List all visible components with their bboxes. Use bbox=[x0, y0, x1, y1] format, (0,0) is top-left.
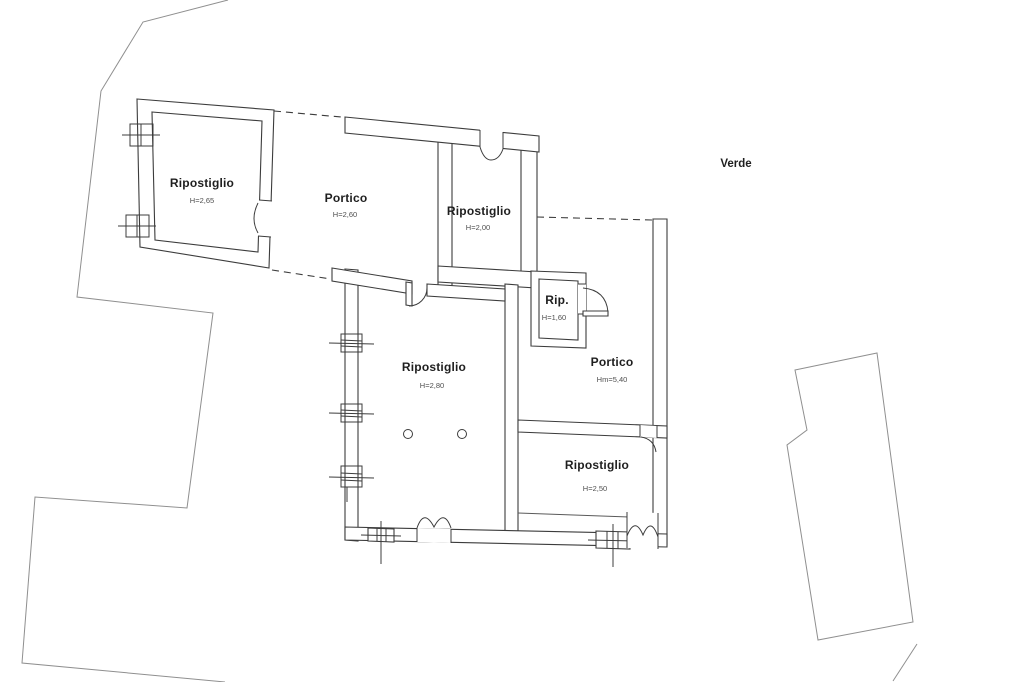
annex-door-leaf bbox=[253, 202, 259, 234]
central-west-windows bbox=[328, 333, 375, 502]
room-height-annex: H=2,65 bbox=[190, 196, 214, 205]
small-storage-walls bbox=[530, 270, 609, 349]
east-wall-strip bbox=[652, 218, 668, 546]
portico-door-arc bbox=[640, 436, 657, 453]
room-label-storage-south: Ripostiglio bbox=[565, 458, 629, 472]
room-labels: Ripostiglio H=2,65 Portico H=2,60 Ripost… bbox=[170, 158, 752, 493]
central-south-window bbox=[360, 521, 402, 564]
south-storage-double-door bbox=[626, 512, 659, 549]
adjacent-building-outline bbox=[786, 352, 918, 682]
room-label-portico-east: Portico bbox=[591, 355, 634, 369]
room-label-storage-small: Rip. bbox=[545, 293, 568, 307]
north-wing-walls bbox=[344, 116, 540, 289]
north-window-opening bbox=[480, 129, 503, 150]
room-height-storage-central: H=2,80 bbox=[420, 381, 444, 390]
dashed-open-edges bbox=[271, 110, 653, 280]
room-label-annex: Ripostiglio bbox=[170, 176, 234, 190]
central-building-walls bbox=[328, 267, 668, 567]
property-boundary-line bbox=[21, 0, 229, 682]
south-storage-window bbox=[587, 524, 638, 567]
annex-door-opening bbox=[253, 200, 272, 237]
small-storage-door-arc bbox=[582, 287, 609, 313]
central-double-door bbox=[416, 517, 452, 543]
central-north-wall-b bbox=[426, 283, 506, 302]
column bbox=[457, 429, 467, 439]
room-height-storage-south: H=2,50 bbox=[583, 484, 607, 493]
central-east-wall bbox=[504, 283, 519, 542]
portico-south-wall bbox=[517, 419, 668, 439]
annex-building-walls bbox=[118, 98, 275, 269]
room-height-storage-small: H=1,60 bbox=[542, 313, 566, 322]
room-height-portico-west: H=2,60 bbox=[333, 210, 357, 219]
room-label-storage-north: Ripostiglio bbox=[447, 204, 511, 218]
column bbox=[403, 429, 413, 439]
room-height-storage-north: H=2,00 bbox=[466, 223, 490, 232]
central-north-door-leaf bbox=[405, 281, 413, 307]
small-storage-door-opening bbox=[578, 284, 586, 314]
central-north-wall-a bbox=[331, 267, 413, 295]
north-window-symbol bbox=[479, 146, 504, 161]
area-label-verde: Verde bbox=[720, 158, 751, 170]
room-height-portico-east: Hm=5,40 bbox=[597, 375, 628, 384]
annex-window-south bbox=[118, 214, 156, 238]
room-label-portico-west: Portico bbox=[325, 191, 368, 205]
annex-window-north bbox=[122, 123, 160, 147]
small-storage-door-leaf bbox=[582, 310, 609, 317]
boundary-diagonal-line bbox=[892, 643, 918, 682]
room-label-storage-central: Ripostiglio bbox=[402, 360, 466, 374]
